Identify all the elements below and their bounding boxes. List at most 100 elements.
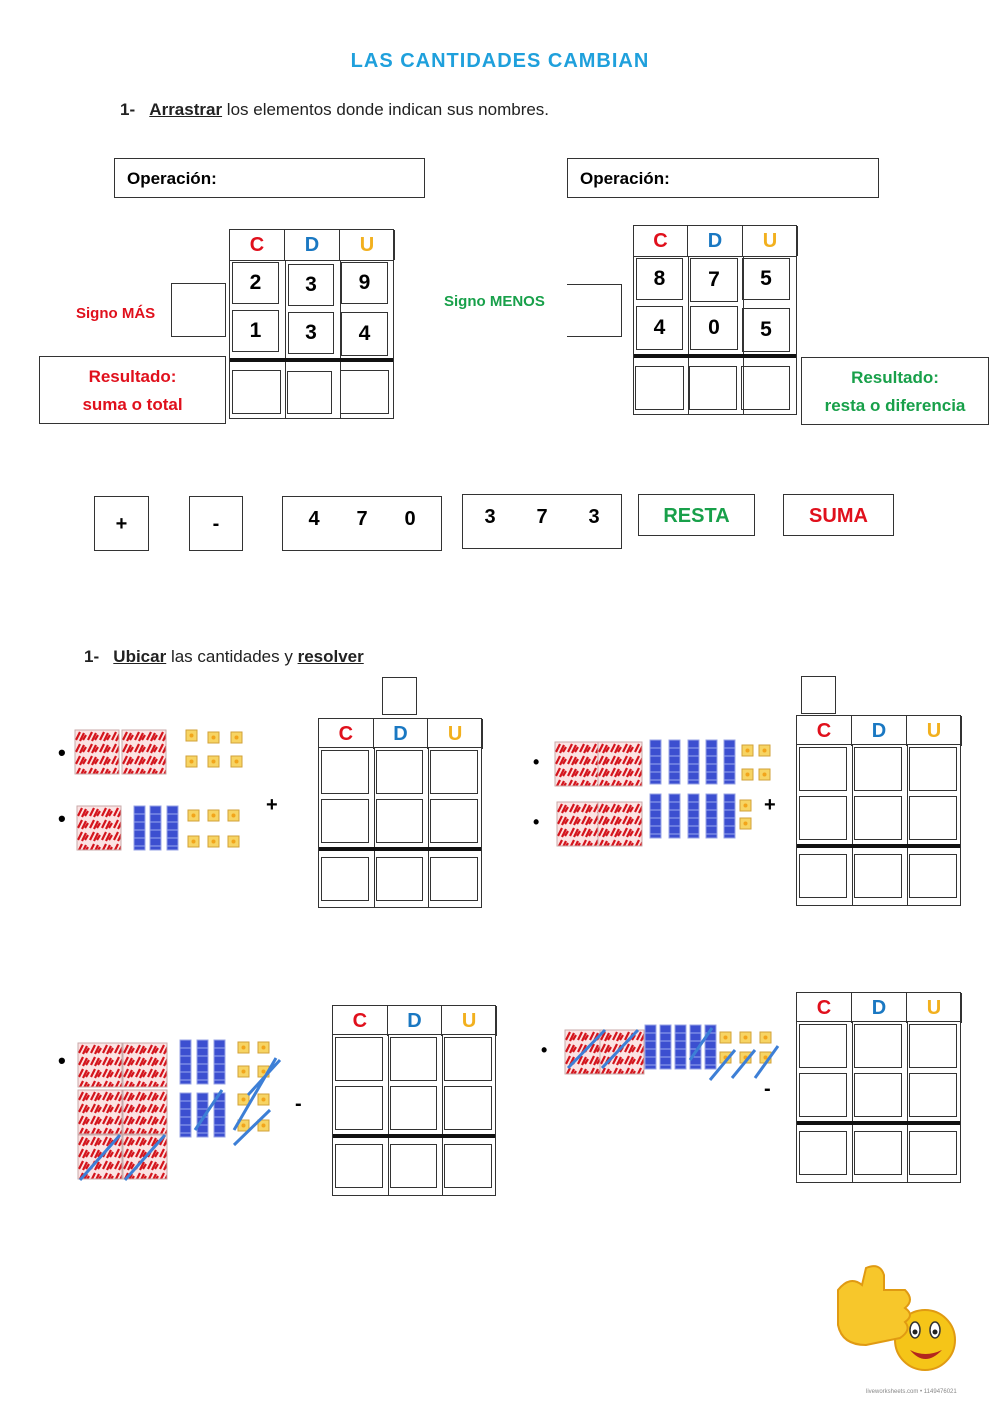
input-cell[interactable] xyxy=(444,1037,492,1081)
result-cell[interactable] xyxy=(635,366,684,410)
header-u: U xyxy=(907,993,962,1023)
input-cell[interactable] xyxy=(375,750,424,794)
answer-cell[interactable] xyxy=(444,1144,492,1188)
carry-box[interactable] xyxy=(801,676,836,714)
ex1-quantity-a xyxy=(74,729,243,775)
header-u: U xyxy=(340,230,395,260)
header-d: D xyxy=(285,230,340,260)
carry-box[interactable] xyxy=(382,677,417,715)
input-cell[interactable] xyxy=(430,799,478,843)
input-cell[interactable] xyxy=(854,747,902,791)
input-cell[interactable] xyxy=(389,1037,438,1081)
input-cell[interactable] xyxy=(909,1024,957,1068)
header-d: D xyxy=(688,226,743,256)
input-cell[interactable] xyxy=(444,1086,492,1130)
input-cell[interactable] xyxy=(321,799,369,843)
input-cell[interactable] xyxy=(909,796,957,840)
header-u: U xyxy=(428,719,483,749)
answer-cell[interactable] xyxy=(799,854,847,898)
answer-cell[interactable] xyxy=(799,1131,847,1175)
input-cell[interactable] xyxy=(335,1037,383,1081)
answer-cell[interactable] xyxy=(335,1144,383,1188)
input-cell[interactable] xyxy=(854,1024,902,1068)
cdu-grid-right: C D U 8 7 5 4 0 5 xyxy=(633,225,798,415)
result-label-sum[interactable]: Resultado: suma o total xyxy=(39,356,226,424)
input-cell[interactable] xyxy=(799,1073,847,1117)
result-cell[interactable] xyxy=(287,371,332,414)
result-cell[interactable] xyxy=(689,366,737,410)
digit-cell: 8 xyxy=(636,258,683,300)
input-cell[interactable] xyxy=(335,1086,383,1130)
result-cell[interactable] xyxy=(340,370,389,414)
input-cell[interactable] xyxy=(909,1073,957,1117)
sign-drop-box-right[interactable] xyxy=(567,284,622,337)
input-cell[interactable] xyxy=(799,747,847,791)
result-cell[interactable] xyxy=(741,366,790,410)
bullet: • xyxy=(58,1048,66,1073)
bullet: • xyxy=(533,812,540,832)
answer-cell[interactable] xyxy=(854,854,902,898)
ex2-quantity-a xyxy=(554,739,771,787)
bullet: • xyxy=(533,752,540,772)
input-cell[interactable] xyxy=(799,796,847,840)
bullet: • xyxy=(58,740,66,765)
answer-cell[interactable] xyxy=(321,857,369,901)
instruction-verb-ubicar: Ubicar xyxy=(113,647,167,666)
answer-cell[interactable] xyxy=(375,857,424,901)
thumbs-up-emoji-icon xyxy=(837,1265,956,1371)
input-cell[interactable] xyxy=(430,750,478,794)
draggable-minus[interactable]: - xyxy=(189,496,243,551)
cdu-grid-left: C D U 2 3 9 1 3 4 xyxy=(229,229,395,419)
digit-cell: 9 xyxy=(341,262,388,304)
answer-cell[interactable] xyxy=(909,1131,957,1175)
minus-sign: - xyxy=(295,1093,302,1115)
plus-sign: + xyxy=(266,794,278,816)
result-cell[interactable] xyxy=(232,370,281,414)
operation-box-right[interactable]: Operación: xyxy=(567,158,879,198)
result-label-difference[interactable]: Resultado: resta o diferencia xyxy=(801,357,989,425)
answer-cell[interactable] xyxy=(909,854,957,898)
input-cell[interactable] xyxy=(909,747,957,791)
header-c: C xyxy=(230,230,285,260)
page-title: LAS CANTIDADES CAMBIAN xyxy=(350,50,650,72)
answer-cell[interactable] xyxy=(389,1144,438,1188)
input-cell[interactable] xyxy=(389,1086,438,1130)
draggable-suma[interactable]: SUMA xyxy=(783,494,894,536)
digit-cell: 3 xyxy=(288,312,334,354)
digit-cell: 4 xyxy=(636,306,683,350)
header-c: C xyxy=(333,1006,388,1036)
header-c: C xyxy=(797,993,852,1023)
header-d: D xyxy=(852,716,907,746)
header-u: U xyxy=(442,1006,497,1036)
digit-cell: 7 xyxy=(690,258,738,302)
digit-cell: 4 xyxy=(341,312,388,356)
operation-box-left[interactable]: Operación: xyxy=(114,158,425,198)
input-cell[interactable] xyxy=(854,1073,902,1117)
header-u: U xyxy=(907,716,962,746)
input-cell[interactable] xyxy=(321,750,369,794)
ex4-quantity xyxy=(564,1024,780,1081)
digit-cell: 2 xyxy=(232,262,279,304)
answer-cell[interactable] xyxy=(430,857,478,901)
input-cell[interactable] xyxy=(799,1024,847,1068)
digit-cell: 1 xyxy=(232,310,279,352)
digit-cell: 5 xyxy=(742,258,790,300)
header-c: C xyxy=(319,719,374,749)
draggable-plus[interactable]: + xyxy=(94,496,149,551)
header-u: U xyxy=(743,226,798,256)
header-c: C xyxy=(634,226,688,256)
header-d: D xyxy=(374,719,429,749)
input-cell[interactable] xyxy=(854,796,902,840)
answer-cell[interactable] xyxy=(854,1131,902,1175)
sign-drop-box-left[interactable] xyxy=(171,283,226,337)
sign-minus-label: Signo MENOS xyxy=(444,293,545,310)
input-cell[interactable] xyxy=(375,799,424,843)
draggable-resta[interactable]: RESTA xyxy=(638,494,755,536)
plus-sign: + xyxy=(764,794,776,816)
